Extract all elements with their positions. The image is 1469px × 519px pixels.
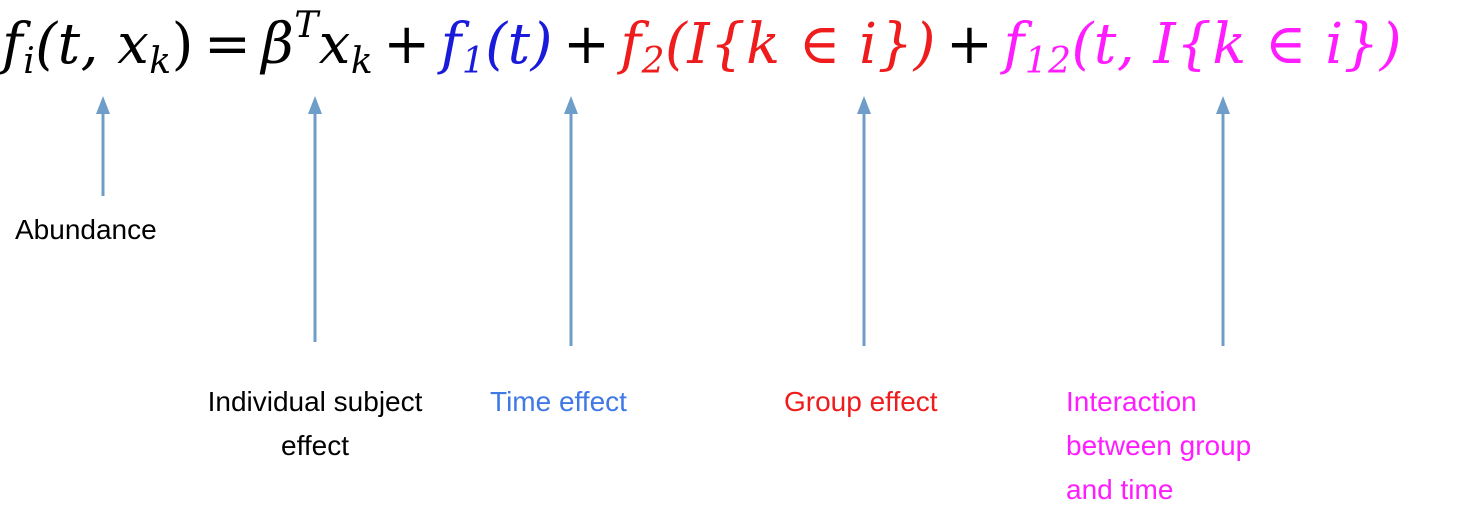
lhs-f: f [2,12,24,77]
beta-x: x [318,12,351,77]
lhs-sub: i [23,41,36,82]
group-effect-label: Group effect [784,380,938,424]
individual-label-line2: effect [281,430,349,461]
fixed-effect-term: βTxk [261,8,373,80]
time-effect-label: Time effect [490,380,627,424]
individual-arrowhead-icon [308,96,322,114]
abundance-label-text: Abundance [15,214,157,245]
interaction-label-line3: and time [1066,474,1174,505]
plus-sign-3: + [946,12,994,77]
time-arrowhead-icon [564,96,578,114]
time-label-text: Time effect [490,386,627,417]
lhs-args: (t, x [35,12,150,77]
equals-sign: = [203,12,252,77]
group-sub: 2 [641,41,666,82]
individual-label-line1: Individual subject [207,386,423,417]
group-arrowhead-icon [857,96,871,114]
time-args: (t) [485,12,553,77]
group-f: f [620,12,642,77]
beta-symbol: β [261,12,295,77]
time-f: f [440,12,462,77]
lhs-args-sub: k [149,41,172,82]
interaction-arrow-group [1216,96,1230,346]
interaction-label: Interaction between group and time [1066,380,1251,512]
individual-subject-label: Individual subject effect [180,380,450,468]
lhs-term: fi(t, xk) [0,12,194,80]
group-label-text: Group effect [784,386,938,417]
plus-sign-1: + [383,12,431,77]
interaction-arrowhead-icon [1216,96,1230,114]
time-sub: 1 [461,41,486,82]
plus-sign-2: + [562,12,611,77]
interaction-label-line1: Interaction [1066,386,1197,417]
group-term: f2(I{k ∈ i}) [620,12,937,80]
time-arrow-group [564,96,578,346]
interaction-args: (t, I{k ∈ i}) [1071,12,1403,77]
abundance-arrowhead-icon [96,96,110,114]
beta-sup: T [294,5,319,46]
abundance-label: Abundance [15,208,157,252]
interaction-term: f12(t, I{k ∈ i}) [1003,12,1403,80]
group-args: (I{k ∈ i}) [665,12,937,77]
model-equation: fi(t, xk)=βTxk+f1(t)+f2(I{k ∈ i})+f12(t,… [0,0,1469,90]
lhs-close: ) [171,12,194,77]
interaction-label-line2: between group [1066,430,1252,461]
interaction-f: f [1003,12,1025,77]
beta-x-sub: k [350,41,374,82]
group-arrow-group [857,96,871,346]
interaction-sub: 12 [1024,41,1072,82]
time-term: f1(t) [440,12,553,80]
abundance-arrow-group [96,96,110,196]
individual-arrow-group [308,96,322,342]
